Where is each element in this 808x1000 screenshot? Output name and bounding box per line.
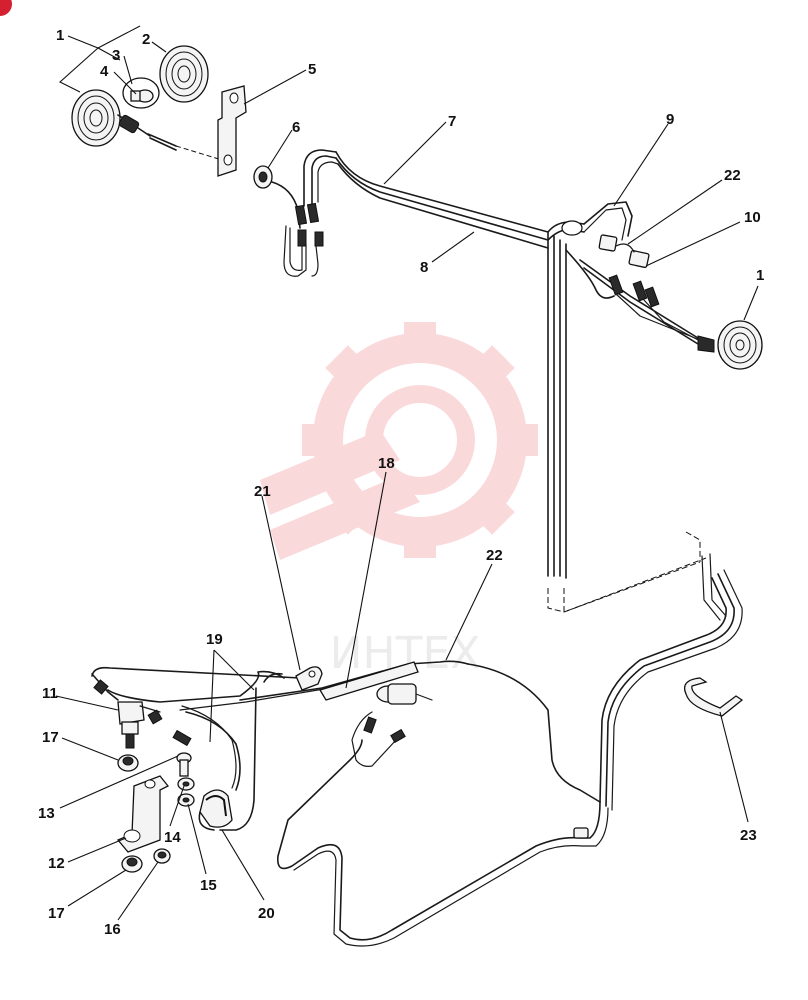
lamp-assembly-top-left [71, 45, 273, 189]
callout-10: 10 [744, 209, 761, 226]
clamp-20 [198, 789, 233, 831]
callout-6: 6 [292, 119, 300, 136]
clip-21 [295, 666, 323, 691]
callout-17-bottom: 17 [48, 905, 65, 922]
clip-23 [683, 677, 744, 717]
callout-18: 18 [378, 455, 395, 472]
watermark: ИНТЕХ [260, 322, 538, 679]
washer-15 [177, 793, 195, 807]
callout-5: 5 [308, 61, 316, 78]
bracket-5 [217, 85, 247, 177]
nut-16 [153, 848, 171, 864]
nut-17-top [117, 754, 139, 772]
lamp-lens-2 [159, 45, 209, 103]
callout-19: 19 [206, 631, 223, 648]
bulb-4 [130, 89, 154, 103]
bracket-12 [116, 775, 170, 853]
callout-21: 21 [254, 483, 271, 500]
lamp-housing-right-1 [697, 320, 763, 370]
sheath-18 [319, 661, 419, 701]
switch-11 [91, 673, 163, 749]
callout-23: 23 [740, 827, 757, 844]
washer-14 [177, 777, 195, 791]
callout-9: 9 [666, 111, 674, 128]
callout-4: 4 [100, 63, 109, 80]
connector-10 [628, 250, 650, 268]
callout-2: 2 [142, 31, 150, 48]
suppressor [376, 683, 433, 705]
callout-11: 11 [42, 685, 58, 702]
callout-20: 20 [258, 905, 275, 922]
harness-7-8 [271, 149, 707, 613]
corner-marker [0, 0, 12, 16]
callout-1: 1 [56, 27, 64, 44]
bolt-13 [176, 752, 192, 777]
callout-22-bottom: 22 [486, 547, 503, 564]
axis-line [175, 145, 223, 161]
callout-labels: 1 2 3 4 5 6 7 8 9 22 10 1 18 21 22 19 11… [38, 27, 764, 938]
callout-1-right: 1 [756, 267, 764, 284]
callout-12: 12 [48, 855, 65, 872]
gasket-ring-3 [122, 77, 160, 109]
lamp-housing-1 [71, 89, 177, 151]
callout-17-top: 17 [42, 729, 59, 746]
connector-22-top [598, 234, 618, 252]
leader-lines [55, 25, 759, 921]
callout-16: 16 [104, 921, 121, 938]
callout-22-top: 22 [724, 167, 741, 184]
callout-15: 15 [200, 877, 217, 894]
grommet-6 [253, 165, 273, 189]
callout-14: 14 [164, 829, 181, 846]
callout-7: 7 [448, 113, 456, 130]
callout-8: 8 [420, 259, 428, 276]
lower-harness [91, 553, 743, 947]
callout-3: 3 [112, 47, 120, 64]
callout-13: 13 [38, 805, 55, 822]
watermark-gear-icon [260, 322, 538, 560]
nut-17-bottom [121, 855, 143, 873]
